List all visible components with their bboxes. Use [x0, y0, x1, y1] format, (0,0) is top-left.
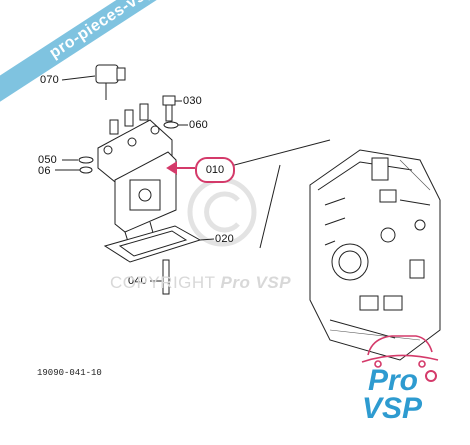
engine-block — [309, 149, 441, 361]
watermark-brand: Pro VSP — [220, 273, 292, 292]
part-050-fitting — [55, 156, 94, 174]
copyright-watermark: COPYRIGHT Pro VSP — [110, 273, 291, 293]
watermark-prefix: COPYRIGHT — [110, 273, 216, 292]
logo-dot-icon — [425, 370, 437, 382]
part-040-stud — [150, 259, 170, 295]
callout-010-highlight: 010 — [195, 157, 235, 183]
engine-block-hatching — [329, 159, 431, 341]
drawing-code: 19090-041-10 — [37, 368, 102, 378]
logo-car-outline — [361, 335, 439, 368]
callout-070: 070 — [40, 74, 59, 86]
part-060-washer — [163, 121, 188, 129]
part-070-sensor — [61, 64, 126, 100]
callout-050: 050 — [38, 154, 57, 166]
callout-040: 040 — [128, 275, 147, 287]
callout-030: 030 — [183, 95, 202, 107]
arrow-to-010 — [166, 161, 195, 175]
callout-060-lower: 06 — [38, 165, 51, 177]
part-030-bolt — [162, 95, 182, 122]
callout-020: 020 — [215, 233, 234, 245]
part-020-gasket — [103, 225, 215, 263]
part-010-injection-pump — [97, 103, 177, 249]
logo-line1: Pro — [368, 364, 419, 397]
logo-line2: VSP — [362, 392, 423, 425]
callout-060: 060 — [189, 119, 208, 131]
callout-010: 010 — [205, 164, 225, 176]
